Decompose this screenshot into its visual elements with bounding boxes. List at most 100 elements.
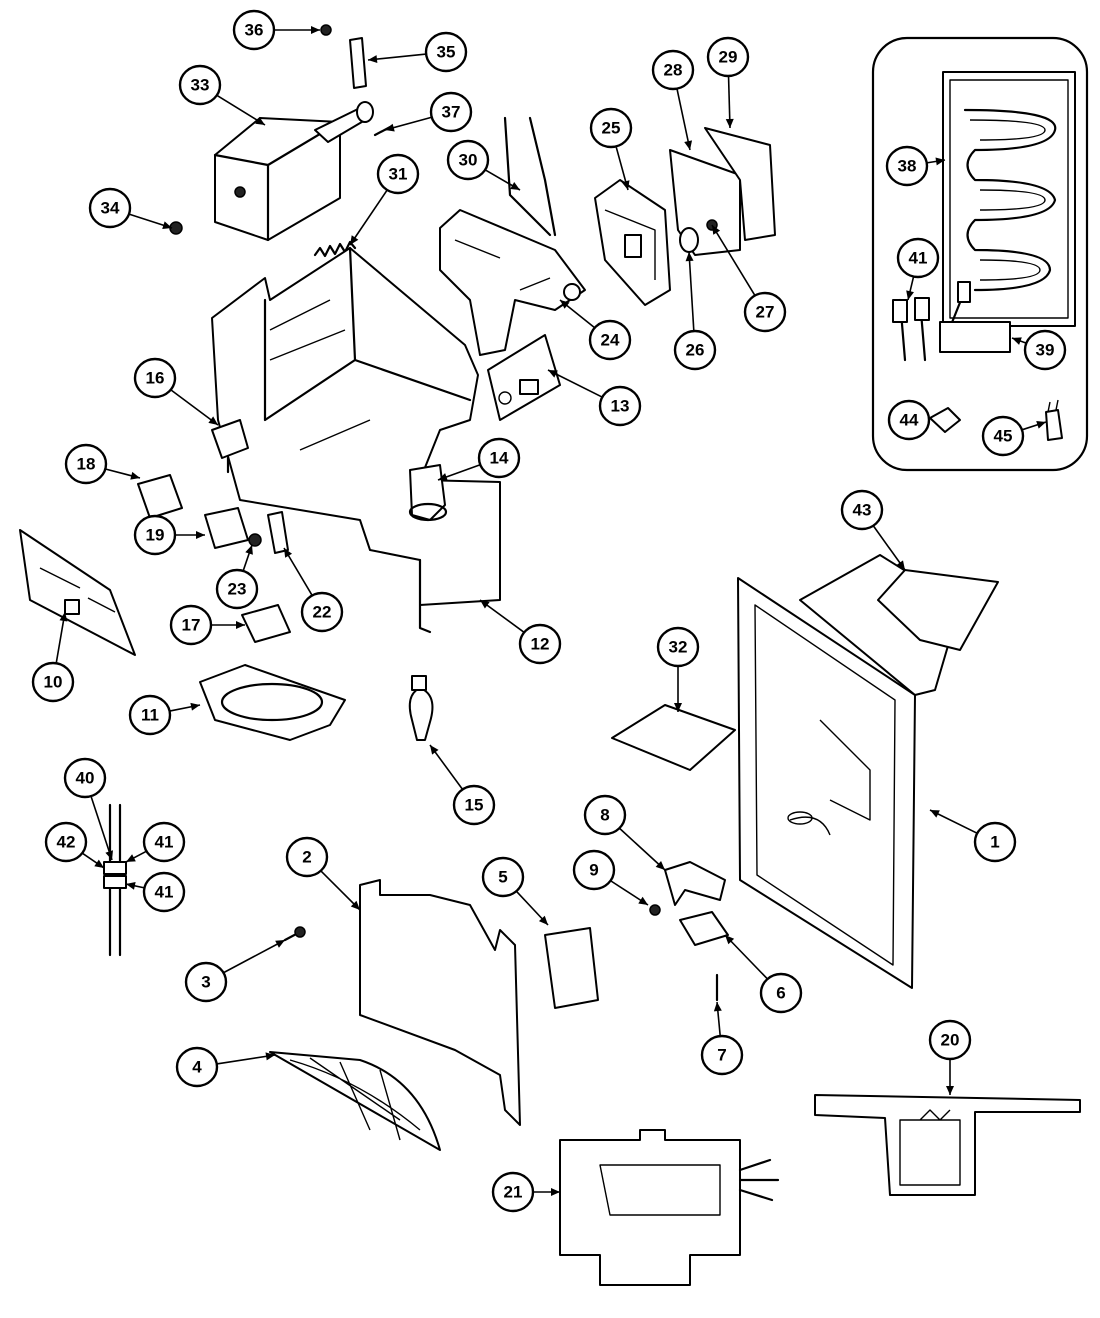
leader-arrow-35 <box>368 55 378 64</box>
callout-1: 1 <box>973 821 1017 863</box>
callout-circle <box>429 91 473 133</box>
part-38-heater-plate <box>942 71 1076 327</box>
leader-arrow-41 <box>906 290 914 300</box>
callout-32: 32 <box>656 626 700 668</box>
callout-number: 3 <box>201 973 210 992</box>
callout-24: 24 <box>588 319 632 361</box>
part-22-bracket <box>267 511 289 554</box>
part-41-wire-connectors-inset <box>892 281 971 362</box>
callout-number: 30 <box>459 151 478 170</box>
leader-arrow-12 <box>480 600 490 609</box>
callout-circle <box>88 187 132 229</box>
callout-circle <box>184 961 228 1003</box>
callout-4: 4 <box>175 1046 219 1088</box>
leader-arrow-4 <box>265 1052 275 1061</box>
part-12-housing <box>211 246 501 634</box>
callout-19: 19 <box>133 514 177 556</box>
callout-26: 26 <box>673 329 717 371</box>
callout-33: 33 <box>178 64 222 106</box>
callout-number: 31 <box>389 165 408 184</box>
callout-circle <box>572 849 616 891</box>
leader-arrow-41 <box>126 881 136 890</box>
part-11-drip-tray <box>199 664 346 741</box>
callout-number: 21 <box>504 1183 523 1202</box>
callout-number: 28 <box>664 61 683 80</box>
callout-circle <box>743 291 787 333</box>
callout-circle <box>700 1034 744 1076</box>
callout-number: 36 <box>245 21 264 40</box>
callout-number: 16 <box>146 369 165 388</box>
callout-circle <box>928 1019 972 1061</box>
callout-40: 40 <box>63 757 107 799</box>
part-40-water-tube <box>103 803 127 957</box>
callout-number: 7 <box>717 1046 726 1065</box>
callout-number: 12 <box>531 635 550 654</box>
callout-29: 29 <box>706 36 750 78</box>
callout-number: 26 <box>686 341 705 360</box>
callout-36: 36 <box>232 9 276 51</box>
callout-circle <box>285 836 329 878</box>
callout-circle <box>1023 329 1067 371</box>
callout-41: 41 <box>142 871 186 913</box>
leader-arrow-34 <box>162 221 172 230</box>
part-15-bulb <box>408 675 434 741</box>
callout-22: 22 <box>300 591 344 633</box>
leader-line-16 <box>170 389 219 426</box>
callout-21: 21 <box>491 1171 535 1213</box>
callout-circle <box>518 623 562 665</box>
callout-number: 19 <box>146 526 165 545</box>
callout-circle <box>64 443 108 485</box>
callout-44: 44 <box>887 399 931 441</box>
callout-42: 42 <box>44 821 88 863</box>
part-36-screw <box>320 24 332 36</box>
callout-2: 2 <box>285 836 329 878</box>
leader-arrow-33 <box>255 116 265 125</box>
callout-circle <box>887 399 931 441</box>
leader-arrow-17 <box>236 621 245 629</box>
leader-arrow-39 <box>1012 337 1022 345</box>
callout-number: 45 <box>994 427 1013 446</box>
callout-circle <box>452 784 496 826</box>
callout-circle <box>673 329 717 371</box>
callout-17: 17 <box>169 604 213 646</box>
callout-5: 5 <box>481 856 525 898</box>
leader-arrow-3 <box>275 940 285 948</box>
callout-number: 6 <box>776 984 785 1003</box>
callout-number: 42 <box>57 833 76 852</box>
callout-38: 38 <box>885 145 929 187</box>
callout-circle <box>133 357 177 399</box>
callout-number: 40 <box>76 769 95 788</box>
callout-circle <box>300 591 344 633</box>
callout-number: 32 <box>669 638 688 657</box>
callout-30: 30 <box>446 139 490 181</box>
callout-circle <box>128 694 172 736</box>
leader-arrow-32 <box>674 703 682 712</box>
leader-arrow-41 <box>126 854 136 862</box>
leader-arrow-40 <box>105 850 113 860</box>
leader-arrow-28 <box>684 140 693 150</box>
leader-arrow-20 <box>946 1086 954 1095</box>
part-8-bracket <box>664 861 726 906</box>
callout-8: 8 <box>583 794 627 836</box>
part-2-cover-panel <box>359 879 521 1126</box>
leader-arrow-22 <box>284 548 293 558</box>
callout-number: 10 <box>44 673 63 692</box>
leader-arrow-45 <box>1036 420 1046 429</box>
leader-line-22 <box>283 547 313 596</box>
callout-18: 18 <box>64 443 108 485</box>
part-19-microswitch <box>204 507 249 549</box>
callout-6: 6 <box>759 972 803 1014</box>
callout-circle <box>44 821 88 863</box>
callout-number: 15 <box>465 796 484 815</box>
leader-arrow-23 <box>245 545 253 555</box>
leader-arrow-29 <box>725 118 734 128</box>
part-39-label <box>939 321 1011 353</box>
part-16-switch <box>211 419 249 474</box>
callout-circle <box>981 415 1025 457</box>
callout-circle <box>651 49 695 91</box>
leader-arrow-13 <box>548 370 558 378</box>
callout-number: 9 <box>589 861 598 880</box>
callout-number: 1 <box>990 833 999 852</box>
